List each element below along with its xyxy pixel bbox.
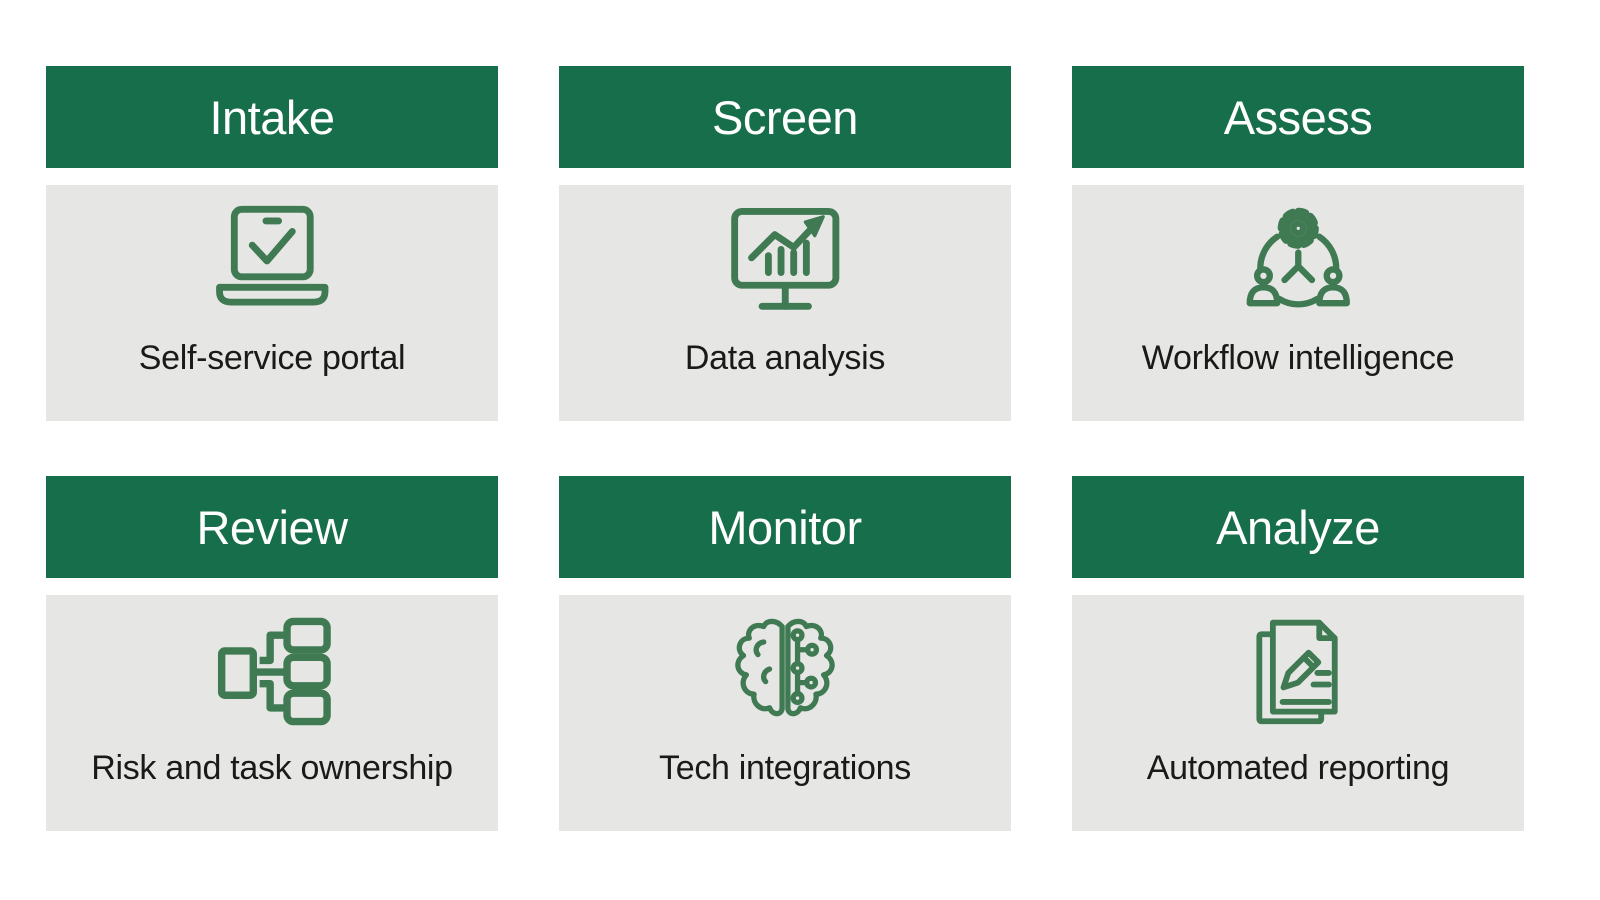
- org-chart-icon: [209, 613, 336, 729]
- card-screen: Screen Data analysis: [559, 66, 1011, 421]
- card-review-body: Risk and task ownership: [46, 595, 498, 831]
- card-review-header: Review: [46, 476, 498, 578]
- card-label: Workflow intelligence: [1141, 339, 1455, 377]
- laptop-check-icon: [209, 203, 336, 319]
- card-screen-body: Data analysis: [559, 185, 1011, 421]
- card-label: Data analysis: [684, 339, 886, 377]
- card-intake: Intake Self-service portal: [46, 66, 498, 421]
- card-title: Analyze: [1216, 500, 1380, 554]
- card-title: Monitor: [708, 500, 862, 554]
- documents-pencil-icon: [1240, 613, 1356, 729]
- card-assess-body: Workflow intelligence: [1072, 185, 1524, 421]
- card-screen-header: Screen: [559, 66, 1011, 168]
- card-title: Screen: [712, 90, 858, 144]
- process-cards-grid: Intake Self-service portal Screen: [46, 66, 1524, 831]
- card-analyze-header: Analyze: [1072, 476, 1524, 578]
- card-assess-header: Assess: [1072, 66, 1524, 168]
- card-analyze-body: Automated reporting: [1072, 595, 1524, 831]
- card-title: Intake: [209, 90, 335, 144]
- card-analyze: Analyze Automated reporting: [1072, 476, 1524, 831]
- card-intake-header: Intake: [46, 66, 498, 168]
- card-label: Risk and task ownership: [91, 749, 453, 787]
- card-review: Review Risk and task ownership: [46, 476, 498, 831]
- card-title: Review: [196, 500, 348, 554]
- card-intake-body: Self-service portal: [46, 185, 498, 421]
- card-monitor: Monitor T: [559, 476, 1011, 831]
- card-monitor-body: Tech integrations: [559, 595, 1011, 831]
- gear-people-workflow-icon: [1235, 203, 1362, 319]
- card-label: Tech integrations: [659, 749, 911, 787]
- card-label: Self-service portal: [138, 339, 406, 377]
- card-monitor-header: Monitor: [559, 476, 1011, 578]
- monitor-chart-icon: [722, 203, 849, 319]
- card-title: Assess: [1223, 90, 1373, 144]
- card-assess: Assess Workflow intelligence: [1072, 66, 1524, 421]
- card-label: Automated reporting: [1146, 749, 1450, 787]
- ai-brain-icon: [727, 613, 843, 729]
